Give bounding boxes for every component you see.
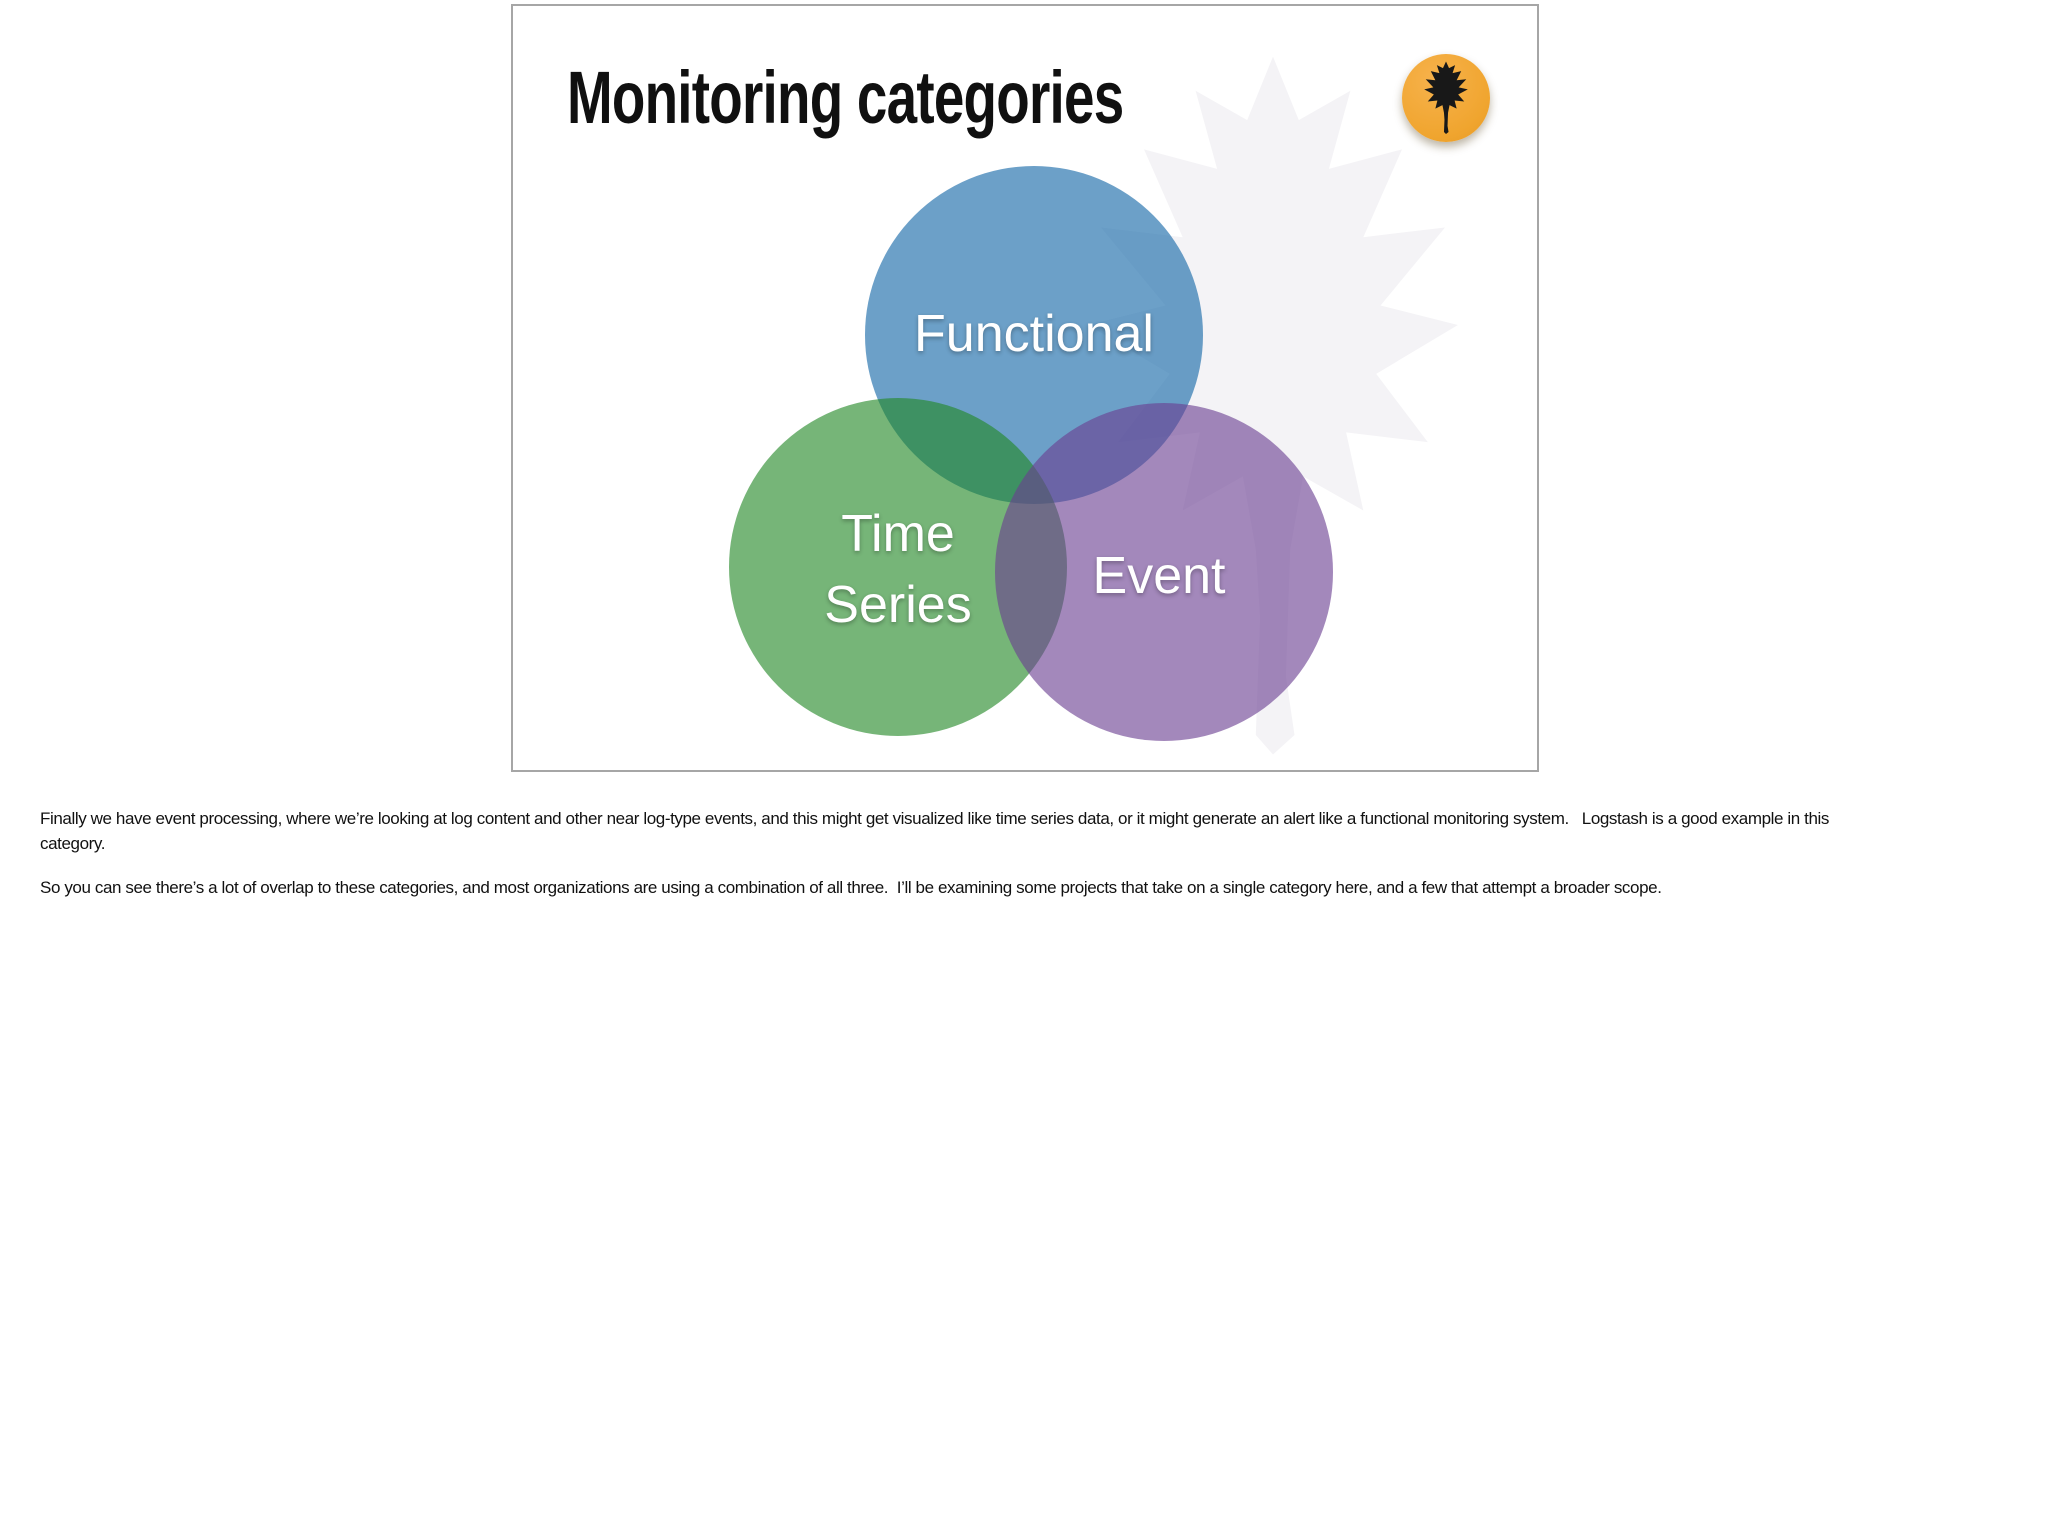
- time-series-label-line1: Time: [841, 505, 955, 563]
- note-paragraph-1: Finally we have event processing, where …: [40, 806, 2015, 856]
- note-line: category.: [40, 834, 106, 853]
- functional-label: Functional: [914, 305, 1154, 363]
- time-series-label-line2: Series: [824, 576, 972, 634]
- note-line: So you can see there’s a lot of overlap …: [40, 878, 1662, 897]
- slide-title: Monitoring categories: [567, 56, 1124, 139]
- oak-leaf-icon: [1424, 61, 1468, 134]
- note-line: Finally we have event processing, where …: [40, 809, 1829, 828]
- time-series-label: Time Series: [824, 499, 971, 641]
- note-paragraph-2: So you can see there’s a lot of overlap …: [40, 875, 2015, 900]
- oak-leaf-badge: [1402, 54, 1490, 142]
- event-label: Event: [1092, 547, 1226, 605]
- event-circle: [995, 403, 1333, 741]
- speaker-notes: Finally we have event processing, where …: [40, 806, 2015, 919]
- slide: Monitoring categories Functional Time Se…: [511, 4, 1539, 772]
